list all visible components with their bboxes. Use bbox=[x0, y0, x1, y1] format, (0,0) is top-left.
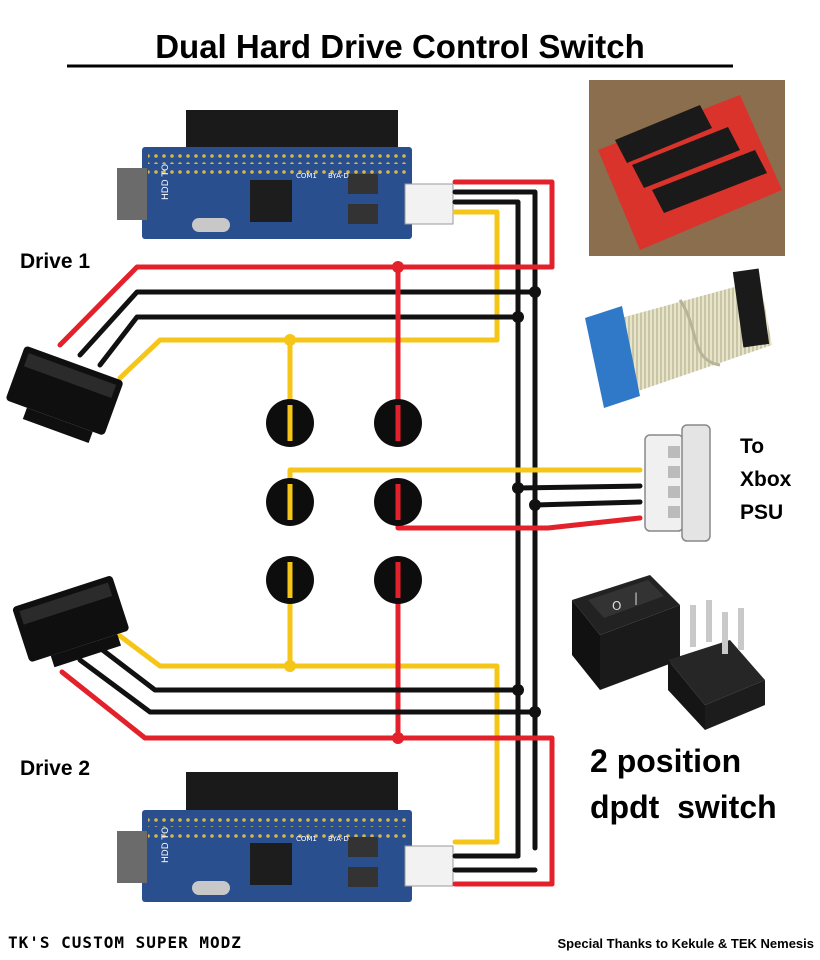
page-title: Dual Hard Drive Control Switch bbox=[155, 28, 645, 65]
sata-power-connector-drive2 bbox=[12, 576, 129, 668]
psu-label-line3: PSU bbox=[740, 501, 783, 524]
power-connector-bottom bbox=[404, 845, 454, 887]
wire-black-drive2-1 bbox=[97, 645, 521, 693]
ide-splitter-board-photo bbox=[589, 80, 785, 256]
wire-black-psu-1 bbox=[515, 483, 643, 491]
wire-black-drive1-2 bbox=[97, 314, 521, 368]
molex-connector bbox=[644, 424, 711, 542]
hdd-to-label: HDD TO bbox=[161, 164, 171, 200]
wire-black-top-board-1 bbox=[452, 189, 538, 295]
ide-adapter-board-top: HDD TO COM1 BYA-D bbox=[117, 110, 454, 239]
wire-red-drive2 bbox=[59, 669, 555, 887]
sata-port-top bbox=[117, 168, 147, 220]
wire-black-top-board-2 bbox=[452, 199, 521, 320]
rocker-switch-photo: O | bbox=[572, 575, 765, 730]
part-label-2: BYA-D bbox=[328, 835, 349, 843]
part-label: BYA-D bbox=[328, 172, 349, 180]
wire-black-drive2-2 bbox=[77, 657, 538, 715]
wire-yellow-drive2 bbox=[117, 633, 293, 669]
sata-power-connector-drive1 bbox=[6, 346, 123, 443]
wire-red-drive1 bbox=[57, 264, 555, 348]
ide-connector-bottom bbox=[186, 772, 398, 814]
power-connector-top bbox=[404, 183, 454, 225]
wire-black-psu-2 bbox=[532, 499, 643, 508]
wire-yellow-drive2-bus bbox=[287, 577, 500, 845]
drive1-label: Drive 1 bbox=[20, 250, 90, 273]
wire-yellow-drive1 bbox=[117, 337, 500, 381]
drive2-label: Drive 2 bbox=[20, 757, 90, 780]
sata-port-bottom bbox=[117, 831, 147, 883]
com-label: COM1 bbox=[296, 172, 317, 180]
switch-label-line1: 2 position bbox=[590, 743, 741, 779]
hdd-to-label-2: HDD TO bbox=[161, 827, 171, 863]
controller-chip-bottom bbox=[250, 843, 292, 885]
psu-label-line1: To bbox=[740, 435, 764, 458]
ide-adapter-board-bottom: HDD TO COM1 BYA-D bbox=[117, 772, 454, 902]
dpdt-switch-terminals bbox=[266, 399, 422, 604]
wire-junctions bbox=[284, 261, 541, 744]
com-label-2: COM1 bbox=[296, 835, 317, 843]
switch-off-symbol: O bbox=[612, 599, 621, 613]
controller-chip-top bbox=[250, 180, 292, 222]
footer-credit-right: Special Thanks to Kekule & TEK Nemesis bbox=[558, 936, 814, 951]
wire-yellow-psu bbox=[287, 467, 643, 498]
wires bbox=[57, 179, 643, 887]
wire-black-drive1-1 bbox=[77, 289, 538, 358]
wire-red-top-board bbox=[452, 179, 555, 270]
ide-connector-top bbox=[186, 110, 398, 152]
ide-ribbon-cable-photo bbox=[585, 268, 772, 408]
footer-credit-left: TK'S CUSTOM SUPER MODZ bbox=[8, 933, 242, 952]
switch-label-line2: dpdt switch bbox=[590, 789, 777, 825]
switch-on-symbol: | bbox=[634, 591, 638, 605]
psu-label-line2: Xbox bbox=[740, 468, 792, 491]
wire-yellow-top-board bbox=[452, 209, 500, 343]
